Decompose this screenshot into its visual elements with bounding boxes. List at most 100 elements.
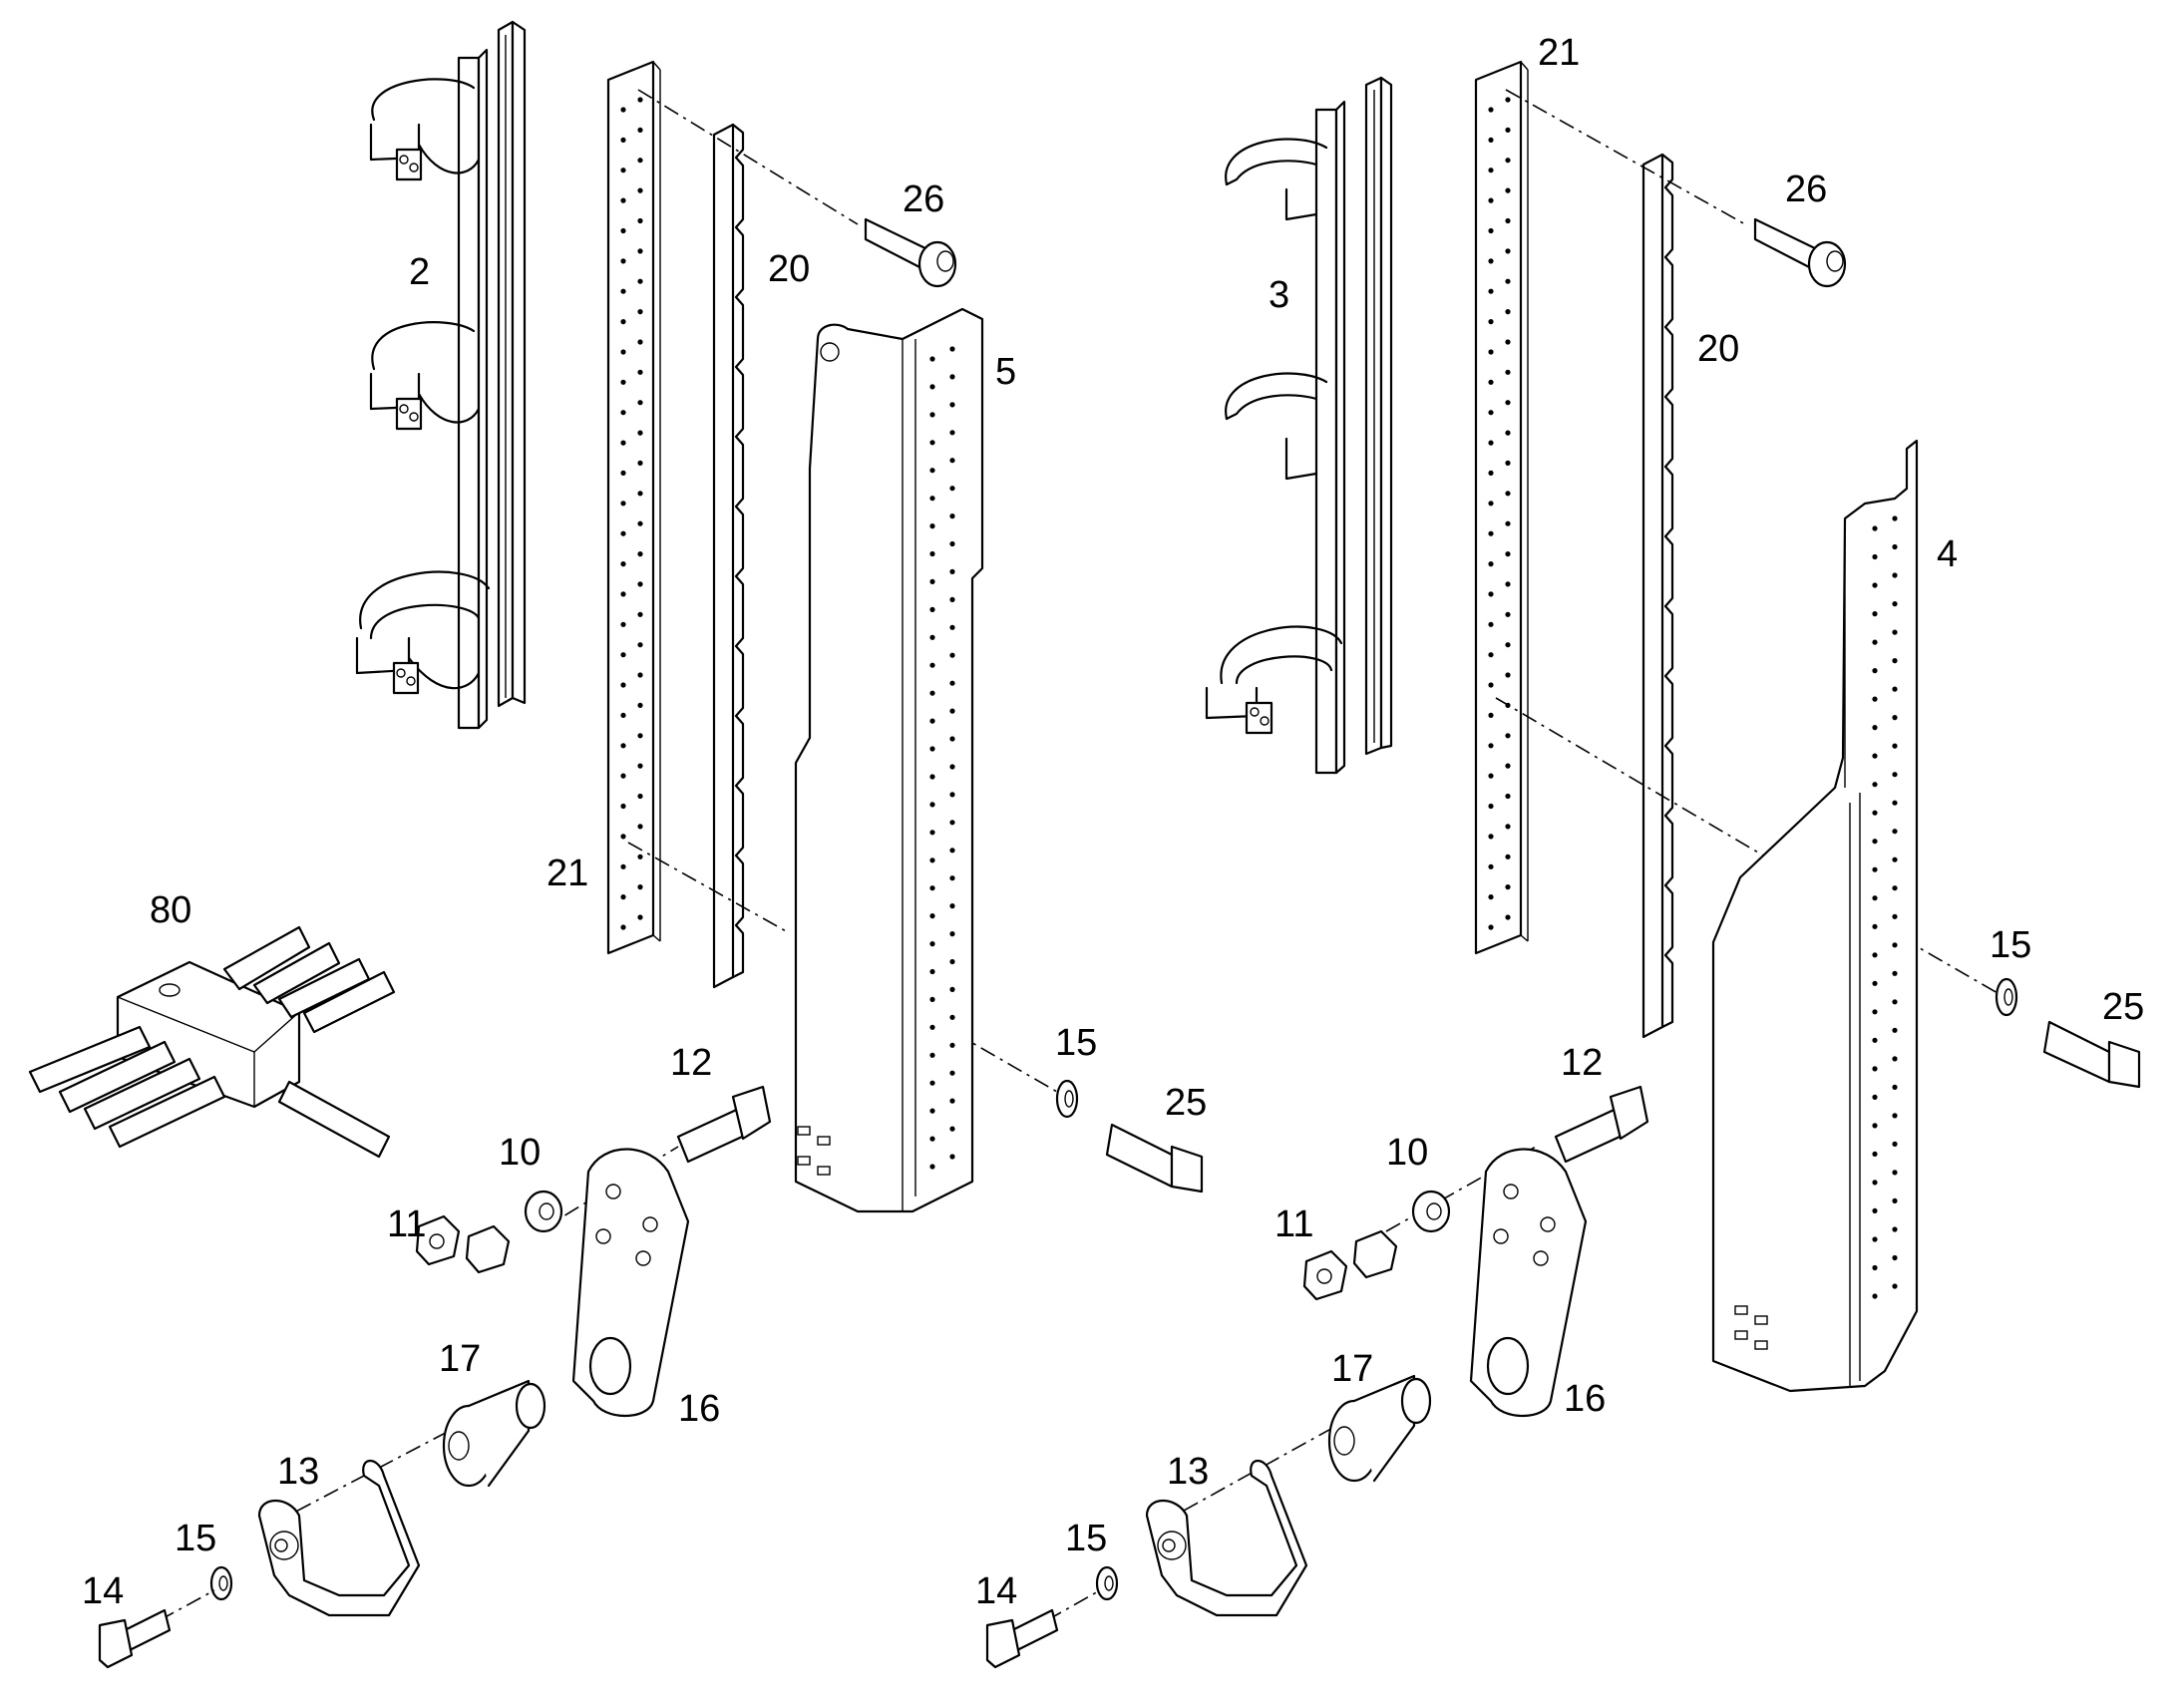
- perforation-hole: [1505, 369, 1511, 375]
- perforation-hole: [620, 501, 626, 507]
- perforation-hole: [1892, 800, 1898, 806]
- perforation-hole: [929, 857, 935, 863]
- perforation-hole: [1488, 107, 1494, 113]
- perforation-hole: [1505, 642, 1511, 648]
- perforation-hole: [949, 736, 955, 742]
- perforation-hole: [1488, 591, 1494, 597]
- perforation-hole: [637, 824, 643, 830]
- perforation-hole: [1505, 278, 1511, 284]
- perforation-hole: [637, 97, 643, 103]
- label-14-left: 14: [82, 1570, 124, 1612]
- perforation-hole: [949, 402, 955, 408]
- perforation-hole: [1892, 658, 1898, 664]
- perforation-hole: [620, 743, 626, 749]
- perforation-hole: [1488, 712, 1494, 719]
- perforation-hole: [1488, 652, 1494, 658]
- perforation-hole: [1505, 127, 1511, 133]
- label-20-left: 20: [768, 248, 810, 290]
- left-strip-21: [606, 60, 661, 955]
- perforation-hole: [620, 137, 626, 143]
- perforation-hole: [1505, 793, 1511, 800]
- perforation-hole: [1505, 702, 1511, 709]
- perforation-hole: [1488, 349, 1494, 355]
- perforation-hole: [1505, 339, 1511, 345]
- perforation-hole: [1872, 866, 1878, 872]
- label-16-left: 16: [678, 1388, 720, 1430]
- label-80: 80: [150, 889, 191, 931]
- perforation-hole: [637, 339, 643, 345]
- right-washer-10: [1411, 1190, 1451, 1233]
- perforation-hole: [1872, 810, 1878, 816]
- perforation-hole: [1505, 611, 1511, 617]
- perforation-hole: [637, 733, 643, 739]
- perforation-hole: [1872, 895, 1878, 901]
- right-washer-15-mid: [1995, 977, 2018, 1017]
- perforation-hole: [1488, 379, 1494, 385]
- perforation-hole: [949, 596, 955, 603]
- perforation-hole: [637, 460, 643, 466]
- perforation-hole: [949, 513, 955, 519]
- perforation-hole: [637, 491, 643, 497]
- perforation-hole: [620, 410, 626, 416]
- perforation-hole: [620, 621, 626, 627]
- perforation-hole: [1872, 696, 1878, 702]
- perforation-hole: [1488, 319, 1494, 325]
- perforation-hole: [620, 924, 626, 930]
- perforation-hole: [637, 793, 643, 800]
- perforation-hole: [949, 1154, 955, 1160]
- left-dash-line-top: [637, 89, 859, 225]
- perforation-hole: [620, 379, 626, 385]
- perforation-hole: [1892, 970, 1898, 976]
- manifold-80: [28, 925, 396, 1159]
- perforation-hole: [949, 875, 955, 881]
- perforation-hole: [1505, 430, 1511, 436]
- perforation-hole: [637, 127, 643, 133]
- perforation-hole: [1872, 553, 1878, 560]
- perforation-hole: [949, 540, 955, 547]
- perforation-hole: [949, 430, 955, 436]
- perforation-hole: [929, 440, 935, 446]
- perforation-hole: [1872, 1264, 1878, 1271]
- perforation-hole: [1892, 715, 1898, 721]
- right-strip-21: [1474, 60, 1529, 955]
- left-nut-11: [415, 1214, 511, 1274]
- label-26-right: 26: [1785, 169, 1827, 210]
- perforation-hole: [1505, 824, 1511, 830]
- label-10-right: 10: [1386, 1132, 1428, 1174]
- perforation-hole: [1872, 1151, 1878, 1157]
- perforation-hole: [929, 718, 935, 724]
- perforation-hole: [929, 550, 935, 557]
- right-notched-strip-20: [1641, 153, 1674, 1039]
- left-dash-line-bolt14: [159, 1589, 215, 1621]
- perforation-hole: [1488, 803, 1494, 810]
- perforation-hole: [620, 319, 626, 325]
- perforation-hole: [1505, 884, 1511, 890]
- label-17-left: 17: [439, 1338, 481, 1380]
- perforation-hole: [620, 197, 626, 203]
- perforation-hole: [620, 168, 626, 173]
- perforation-hole: [1892, 515, 1898, 521]
- perforation-hole: [1892, 1113, 1898, 1119]
- perforation-hole: [929, 496, 935, 502]
- perforation-hole: [1892, 572, 1898, 578]
- perforation-hole: [1505, 217, 1511, 224]
- perforation-hole: [929, 1164, 935, 1170]
- perforation-hole: [1872, 952, 1878, 958]
- label-11-right: 11: [1274, 1203, 1313, 1245]
- label-11-left: 11: [387, 1203, 426, 1245]
- left-washer-15-mid: [1055, 1079, 1079, 1119]
- perforation-hole: [620, 652, 626, 658]
- perforation-hole: [1892, 1084, 1898, 1090]
- label-15-left-mid: 15: [1055, 1022, 1097, 1064]
- perforation-hole: [949, 1070, 955, 1076]
- perforation-hole: [929, 774, 935, 780]
- label-16-right: 16: [1564, 1378, 1606, 1420]
- perforation-hole: [1488, 410, 1494, 416]
- perforation-hole: [637, 520, 643, 526]
- perforation-hole: [1488, 924, 1494, 930]
- perforation-hole: [1488, 197, 1494, 203]
- perforation-hole: [1892, 1141, 1898, 1147]
- perforation-hole: [949, 346, 955, 352]
- right-washer-15-low: [1095, 1565, 1119, 1601]
- perforation-hole: [1872, 782, 1878, 788]
